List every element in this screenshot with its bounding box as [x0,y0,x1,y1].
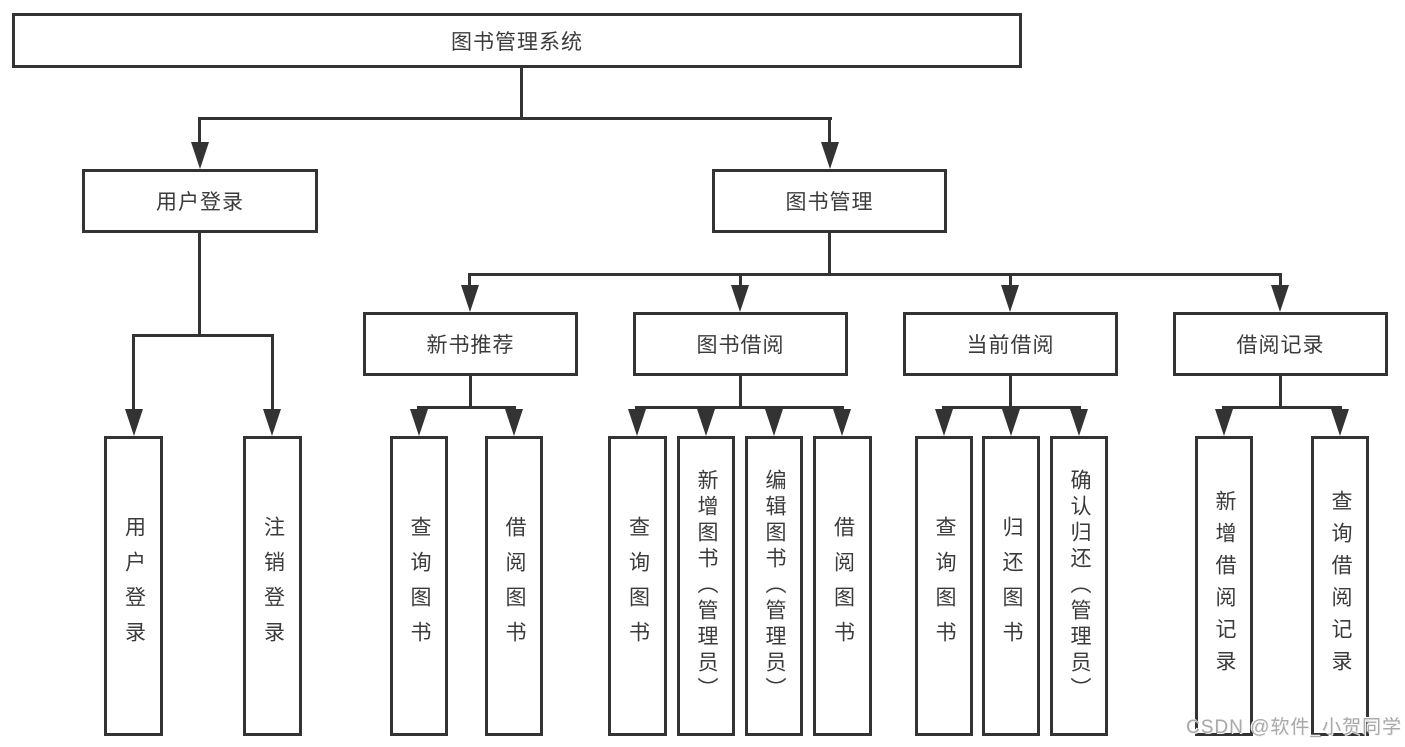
leaf-recommend-borrow-books: 借阅图书 [485,436,543,736]
arrow-down-icon [935,409,953,436]
connector-root-bar [198,117,832,120]
arrow-down-icon [821,142,839,169]
connector-user-login-stub [198,120,201,142]
connector-leaf-stub [271,337,274,409]
leaf-add-books-admin: 新增图书（管理员） [677,436,735,736]
leaf-borrow-query-books: 查询图书 [608,436,667,736]
arrow-down-icon [191,142,209,169]
connector-current-bar [942,406,1081,409]
arrow-down-icon [125,409,143,436]
arrow-down-icon [1002,409,1020,436]
connector-borrow-bar [635,406,844,409]
arrow-down-icon [765,409,783,436]
connector-recommend-bar [417,406,516,409]
node-current-borrow: 当前借阅 [903,312,1118,376]
node-user-login: 用户登录 [82,169,318,233]
connector-book-mgmt-stub [828,120,831,142]
leaf-return-books: 归还图书 [982,436,1040,736]
leaf-recommend-query-books: 查询图书 [390,436,448,736]
leaf-borrow-books: 借阅图书 [813,436,872,736]
arrow-down-icon [628,409,646,436]
node-book-management: 图书管理 [712,169,947,233]
leaf-user-login: 用户登录 [104,436,163,736]
arrow-down-icon [833,409,851,436]
leaf-add-borrow-record: 新增借阅记录 [1195,436,1253,736]
leaf-edit-books-admin: 编辑图书（管理员） [745,436,803,736]
node-new-book-recommend: 新书推荐 [363,312,578,376]
leaf-current-query-books: 查询图书 [915,436,973,736]
leaf-logout-login: 注销登录 [243,436,302,736]
connector-group-stub [468,276,471,285]
connector-group-stub [1279,276,1282,285]
connector-leaf-stub [132,337,135,409]
connector-borrow-drop [739,376,742,409]
leaf-confirm-return-admin: 确认归还（管理员） [1050,436,1108,736]
arrow-down-icon [263,409,281,436]
arrow-down-icon [1331,409,1349,436]
connector-user-login-drop [198,233,201,337]
arrow-down-icon [1070,409,1088,436]
connector-user-login-bar [132,334,274,337]
arrow-down-icon [410,409,428,436]
node-book-borrow: 图书借阅 [633,312,848,376]
connector-records-drop [1279,376,1282,409]
node-borrow-records: 借阅记录 [1173,312,1388,376]
arrow-down-icon [697,409,715,436]
connector-recommend-drop [469,376,472,409]
connector-current-drop [1009,376,1012,409]
arrow-down-icon [1271,285,1289,312]
connector-root-drop [520,67,523,120]
arrow-down-icon [1215,409,1233,436]
connector-group-stub [1009,276,1012,285]
arrow-down-icon [1001,285,1019,312]
arrow-down-icon [731,285,749,312]
connector-group-stub [739,276,742,285]
connector-book-mgmt-bar [468,273,1282,276]
node-root-system: 图书管理系统 [12,13,1022,68]
connector-records-bar [1222,406,1342,409]
leaf-query-borrow-record: 查询借阅记录 [1311,436,1369,736]
csdn-watermark: CSDN @软件_小贺同学 [1186,717,1402,738]
arrow-down-icon [505,409,523,436]
connector-book-mgmt-drop [828,233,831,276]
arrow-down-icon [461,285,479,312]
